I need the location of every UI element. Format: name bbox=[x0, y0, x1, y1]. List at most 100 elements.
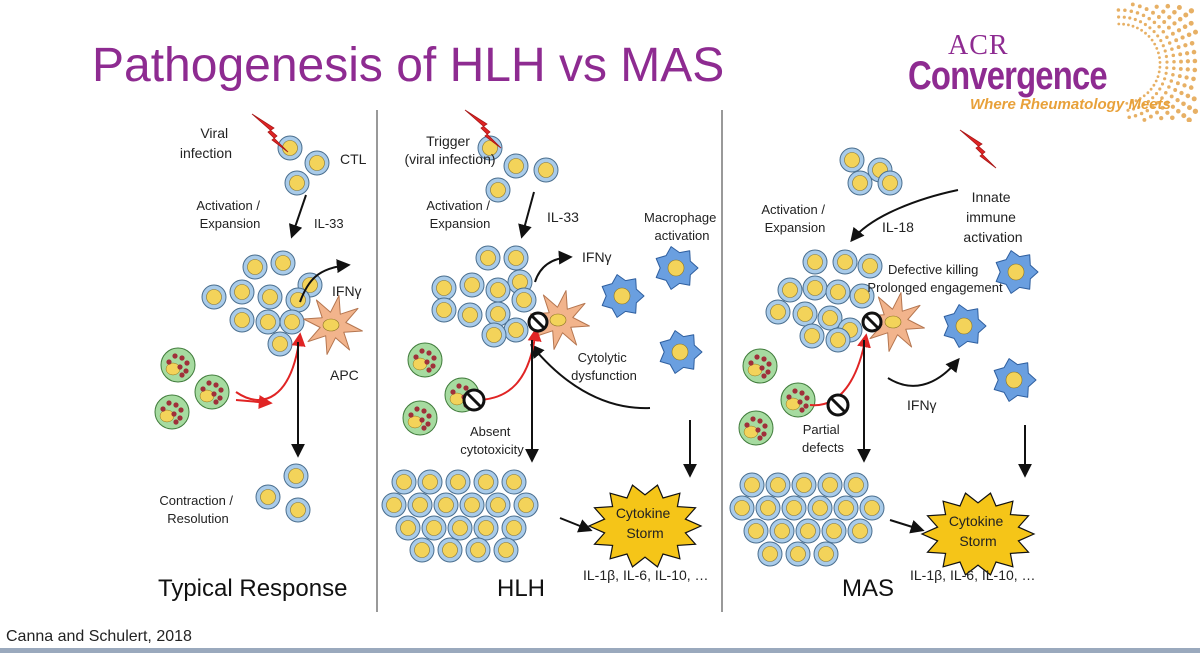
t-cell bbox=[802, 275, 828, 301]
cells-to-storm-arrow bbox=[889, 519, 925, 534]
t-cell bbox=[445, 469, 471, 495]
t-cell bbox=[791, 472, 817, 498]
activation-label: Activation / Expansion bbox=[196, 198, 263, 231]
ifn-label: IFNγ bbox=[907, 397, 937, 413]
cytotoxic-granule-cell bbox=[780, 382, 816, 418]
inhibition-symbol bbox=[826, 393, 850, 417]
cytokines-label: IL-1β, IL-6, IL-10, … bbox=[583, 567, 709, 583]
t-cell bbox=[395, 515, 421, 541]
t-cell bbox=[503, 153, 529, 179]
trigger-label: Trigger (viral infection) bbox=[404, 133, 495, 167]
t-cell bbox=[807, 495, 833, 521]
ifn-label: IFNγ bbox=[332, 283, 362, 299]
t-cell bbox=[765, 472, 791, 498]
macrophage-activation-label: Macrophage activation bbox=[644, 210, 720, 243]
activation-label: Activation / Expansion bbox=[761, 202, 828, 235]
t-cell bbox=[859, 495, 885, 521]
innate-to-activation-arrow bbox=[850, 189, 959, 243]
macrophage-feedback-arrow bbox=[530, 343, 651, 410]
hlh-caption: HLH bbox=[497, 575, 545, 602]
lightning-bolt-icon bbox=[251, 113, 289, 153]
t-cell bbox=[843, 472, 869, 498]
logo-acr-text: ACR bbox=[948, 30, 1009, 61]
cytotoxic-granule-cell bbox=[154, 394, 190, 430]
defective-killing-label: Defective killing Prolonged engagement bbox=[867, 262, 1003, 295]
t-cell bbox=[847, 518, 873, 544]
macrophage bbox=[655, 246, 699, 290]
t-cell bbox=[757, 541, 783, 567]
typical-caption: Typical Response bbox=[158, 575, 347, 602]
t-cell bbox=[255, 309, 281, 335]
t-cell bbox=[785, 541, 811, 567]
ifn-label: IFNγ bbox=[582, 249, 612, 265]
cytokine-storm-label: Cytokine Storm bbox=[616, 505, 674, 541]
activation-label: Activation / Expansion bbox=[426, 198, 493, 231]
logo-tagline: Where Rheumatology Meets bbox=[970, 96, 1171, 113]
t-cell bbox=[475, 245, 501, 271]
absent-cytotoxicity-label: Absent cytotoxicity bbox=[460, 424, 524, 457]
mas-caption: MAS bbox=[842, 575, 894, 602]
cytotoxic-granule-cell bbox=[407, 342, 443, 378]
t-cell bbox=[229, 307, 255, 333]
t-cell bbox=[485, 301, 511, 327]
lightning-bolt-icon bbox=[959, 129, 997, 169]
il33-label: IL-33 bbox=[314, 216, 344, 231]
t-cell bbox=[473, 515, 499, 541]
t-cell bbox=[284, 170, 310, 196]
partial-defects-label: Partial defects bbox=[802, 422, 844, 455]
cytotoxic-granule-cell bbox=[402, 400, 438, 436]
t-cell bbox=[813, 541, 839, 567]
logo-convergence-text: Convergence bbox=[908, 54, 1108, 98]
activation-arrow bbox=[518, 191, 535, 239]
cytotoxic-granule-cell bbox=[742, 348, 778, 384]
acr-convergence-logo: ACR Convergence Where Rheumatology Meets bbox=[900, 2, 1200, 122]
t-cell bbox=[743, 518, 769, 544]
granule-to-apc-arrow bbox=[235, 332, 306, 401]
t-cell bbox=[473, 469, 499, 495]
t-cell bbox=[755, 495, 781, 521]
t-cell bbox=[765, 299, 791, 325]
ifn-arrow bbox=[299, 259, 351, 303]
inhibition-symbol bbox=[527, 311, 549, 333]
cytokines-label: IL-1β, IL-6, IL-10, … bbox=[910, 567, 1036, 583]
t-cell bbox=[431, 275, 457, 301]
viral-infection-label: Viral infection bbox=[180, 125, 232, 161]
t-cell bbox=[407, 492, 433, 518]
t-cell bbox=[781, 495, 807, 521]
granule-release-arrow bbox=[235, 395, 273, 409]
t-cell bbox=[459, 272, 485, 298]
t-cell bbox=[267, 331, 293, 357]
t-cell bbox=[481, 322, 507, 348]
logo-dots bbox=[1116, 2, 1199, 122]
t-cell bbox=[799, 323, 825, 349]
t-cell bbox=[433, 492, 459, 518]
t-cell bbox=[777, 277, 803, 303]
t-cell bbox=[832, 249, 858, 275]
t-cell bbox=[459, 492, 485, 518]
macrophage bbox=[659, 330, 703, 374]
t-cell bbox=[839, 147, 865, 173]
pathogenesis-diagram: Viral infection CTL Activation / Expansi… bbox=[154, 109, 1039, 612]
apc-cell bbox=[303, 295, 363, 355]
t-cell bbox=[457, 302, 483, 328]
t-cell bbox=[283, 463, 309, 489]
t-cell bbox=[485, 492, 511, 518]
innate-immune-label: Innate immune activation bbox=[963, 189, 1022, 245]
citation: Canna and Schulert, 2018 bbox=[6, 628, 192, 645]
t-cell bbox=[391, 469, 417, 495]
t-cell bbox=[501, 469, 527, 495]
t-cell bbox=[849, 283, 875, 309]
cytotoxic-granule-cell bbox=[194, 374, 230, 410]
t-cell bbox=[511, 287, 537, 313]
cytotoxic-granule-cell bbox=[738, 410, 774, 446]
t-cell bbox=[255, 484, 281, 510]
ifn-arrow bbox=[887, 357, 960, 387]
t-cell bbox=[431, 297, 457, 323]
macrophage bbox=[943, 304, 987, 348]
t-cell bbox=[304, 150, 330, 176]
macrophage bbox=[993, 358, 1037, 402]
t-cell bbox=[513, 492, 539, 518]
apc-label: APC bbox=[330, 367, 359, 383]
bottom-rule bbox=[0, 648, 1200, 653]
slide-title: Pathogenesis of HLH vs MAS bbox=[92, 39, 725, 92]
